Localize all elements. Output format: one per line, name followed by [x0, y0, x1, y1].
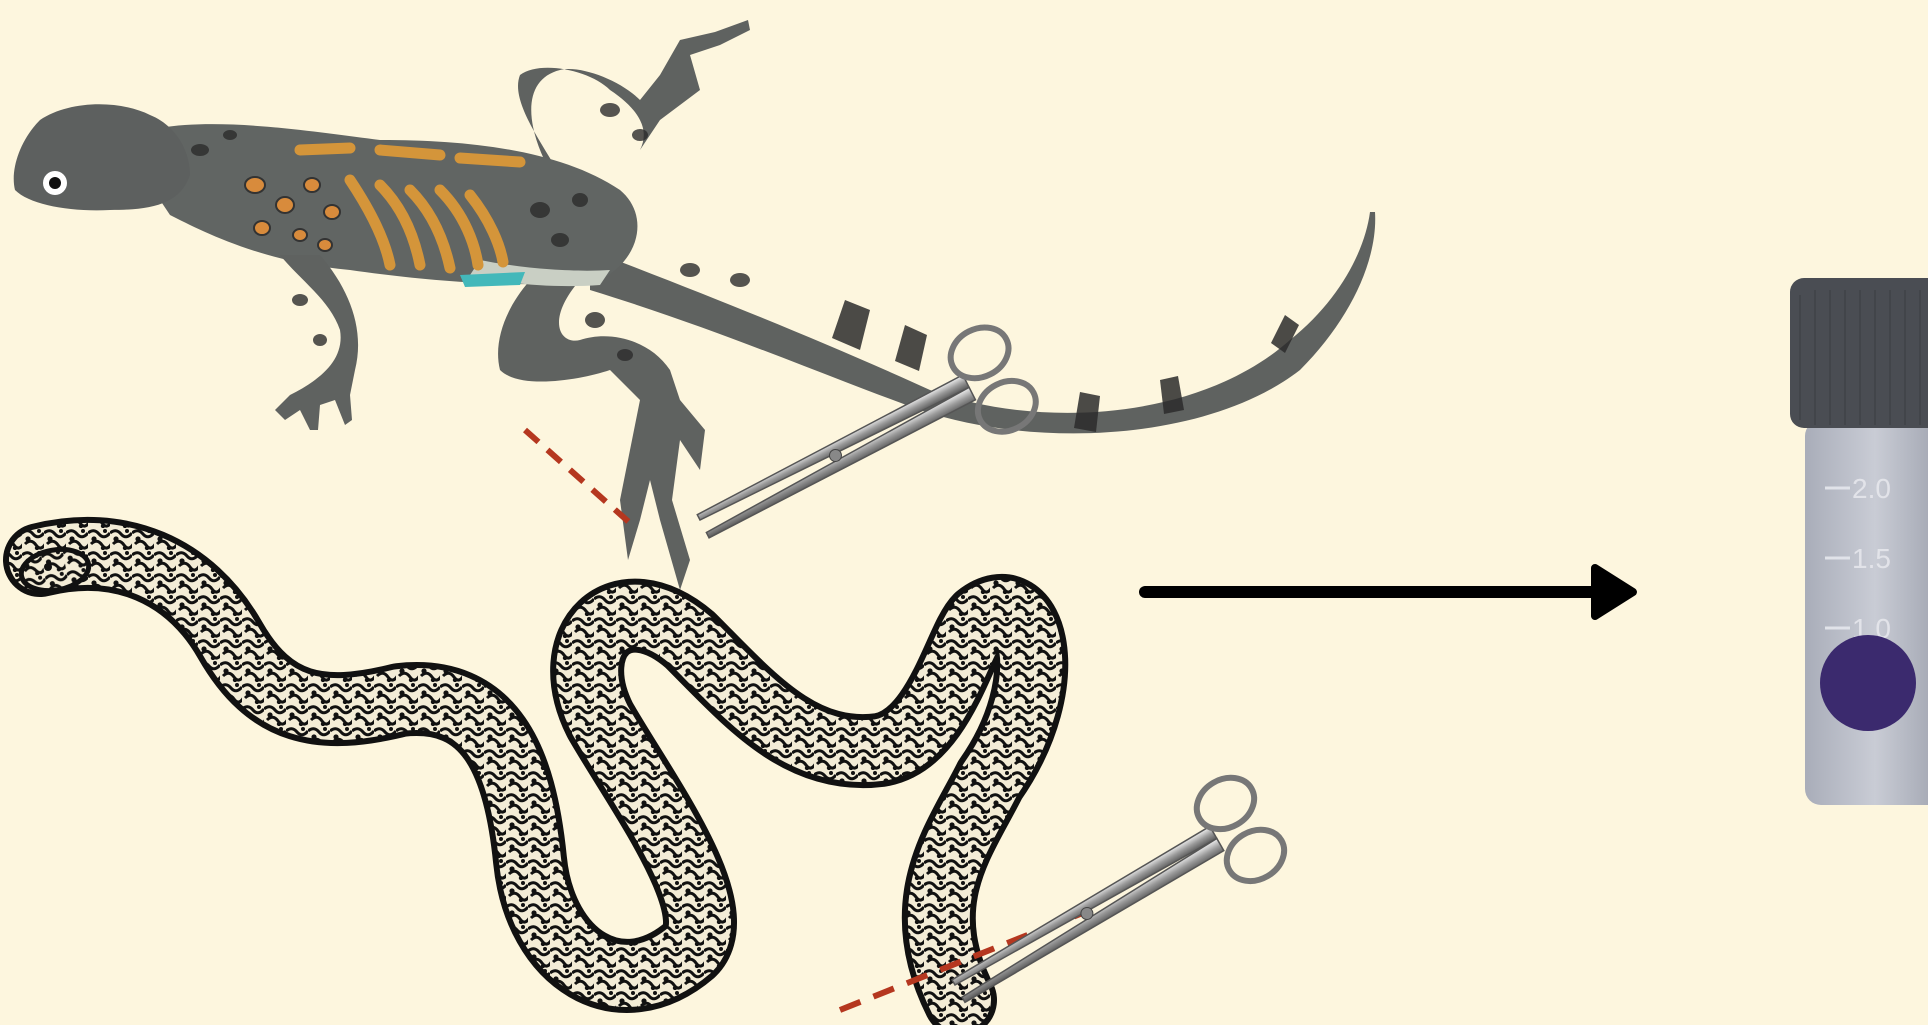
tissue-sample	[1820, 635, 1916, 731]
snake-illustration	[18, 544, 1031, 1000]
sample-tube: 2.0 1.5 1.0	[1790, 278, 1928, 805]
lizard-cut-line	[525, 430, 630, 523]
lizard-illustration	[14, 20, 1375, 590]
tube-graduation-2-0: 2.0	[1852, 473, 1891, 504]
lizard-eye	[43, 171, 67, 195]
tube-graduation-1-5: 1.5	[1852, 543, 1891, 574]
scissors-icon	[679, 318, 1044, 575]
arrow-right-icon	[1145, 568, 1633, 616]
